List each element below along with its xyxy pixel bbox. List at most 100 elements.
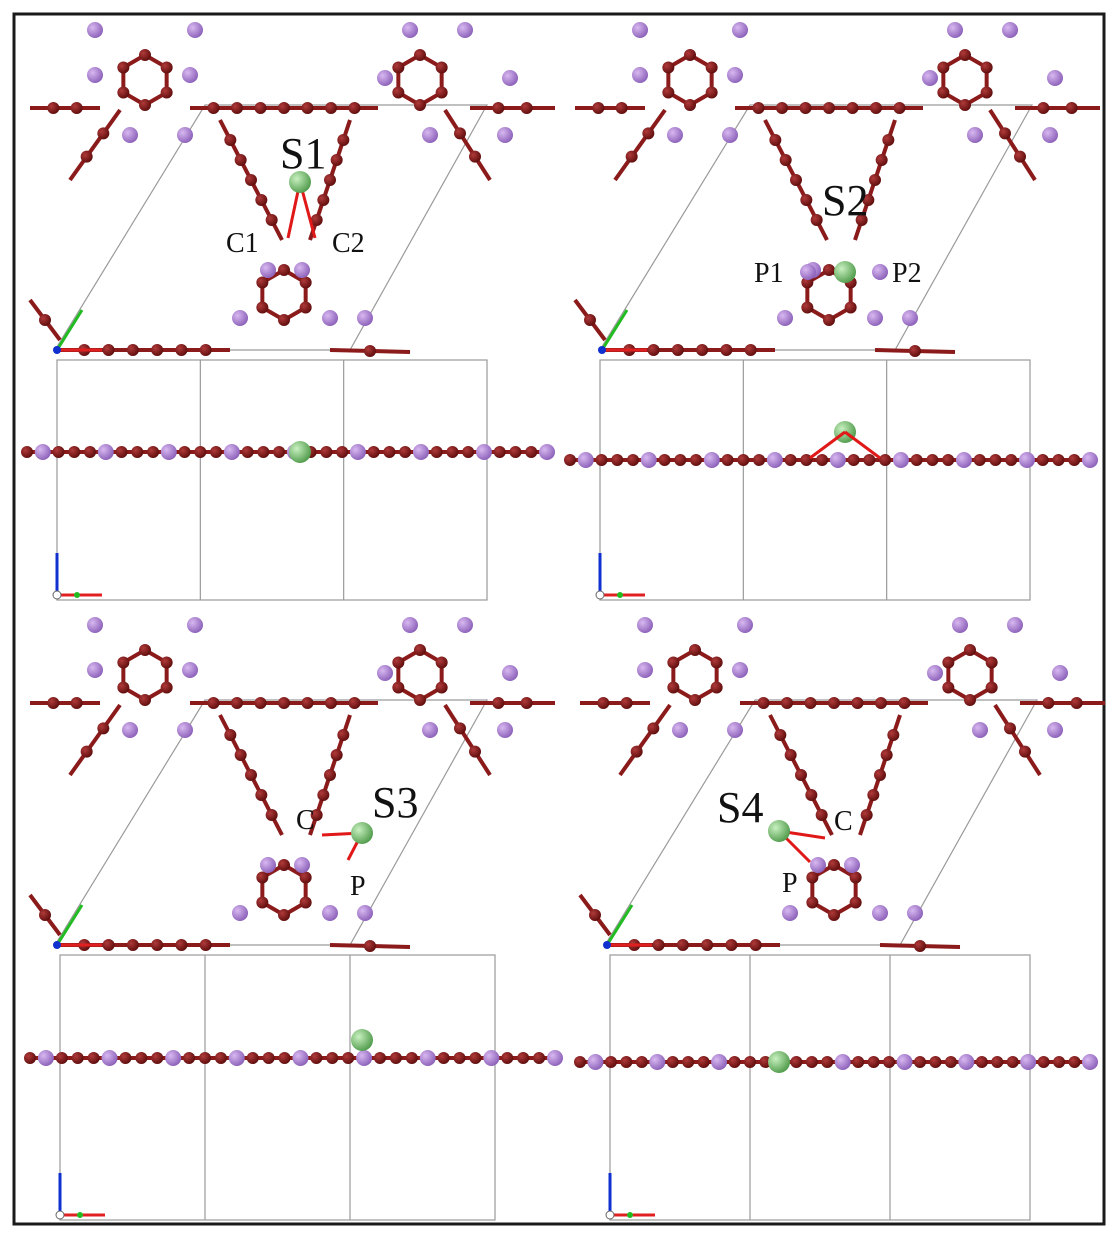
phosphorus-atom — [402, 22, 418, 38]
carbon-atom — [790, 174, 802, 186]
carbon-atom — [627, 454, 640, 466]
carbon-atom — [68, 446, 81, 458]
phosphorus-atom — [322, 905, 338, 921]
carbon-atom — [757, 697, 770, 709]
carbon-atom — [399, 446, 412, 458]
phosphorus-atom — [357, 310, 373, 326]
carbon-atom — [926, 454, 939, 466]
carbon-atom — [860, 809, 873, 821]
phosphorus-atom — [412, 444, 429, 460]
carbon-atom — [245, 769, 257, 781]
carbon-atom — [781, 697, 793, 709]
carbon-atom — [117, 86, 130, 99]
carbon-atom — [147, 446, 160, 458]
carbon-atom — [336, 446, 349, 458]
top-view-s2 — [573, 22, 1100, 357]
carbon-atom — [828, 859, 840, 871]
carbon-atom — [1006, 1056, 1019, 1068]
carbon-atom — [126, 939, 139, 951]
carbon-atom — [880, 749, 893, 761]
site-label-s3: S3 — [372, 778, 418, 827]
carbon-atom — [245, 174, 257, 186]
carbon-atom — [501, 1052, 514, 1064]
phosphorus-atom — [800, 264, 816, 280]
phosphorus-atom — [87, 22, 103, 38]
phosphorus-atom — [377, 70, 393, 86]
panel-s1: S1 C1 C2 — [21, 22, 555, 601]
phosphorus-atom — [1052, 665, 1068, 681]
carbon-atom — [658, 454, 671, 466]
carbon-atom — [823, 314, 835, 326]
carbon-atom — [97, 722, 110, 735]
carbon-atom — [493, 446, 506, 458]
carbon-atom — [1042, 697, 1055, 709]
carbon-atom — [207, 102, 220, 114]
phosphorus-atom — [101, 1050, 118, 1066]
carbon-atom — [642, 127, 655, 140]
carbon-atom — [620, 697, 633, 709]
phosphorus-atom — [357, 905, 373, 921]
carbon-atom — [183, 1052, 196, 1064]
carbon-atom — [805, 1056, 818, 1068]
carbon-atom — [666, 1056, 679, 1068]
carbon-atom — [469, 1052, 482, 1064]
phosphorus-atom — [649, 1054, 666, 1070]
phosphorus-atom — [922, 70, 938, 86]
phosphorus-atom — [349, 444, 366, 460]
phosphorus-atom — [955, 452, 972, 468]
carbon-atom — [139, 644, 151, 656]
axis-origin — [52, 590, 62, 600]
site-label-s1: S1 — [280, 129, 326, 178]
carbon-atom — [80, 745, 93, 758]
carbon-atom — [800, 194, 813, 206]
carbon-atom — [989, 454, 1002, 466]
carbon-atom — [265, 214, 278, 226]
carbon-atom — [975, 1056, 988, 1068]
carbon-atom — [84, 446, 97, 458]
carbon-atom — [630, 745, 643, 758]
phosphorus-atom — [122, 127, 138, 143]
carbon-atom — [256, 871, 269, 884]
carbon-atom — [330, 749, 343, 761]
phosphorus-atom — [1047, 70, 1063, 86]
carbon-atom — [435, 656, 448, 669]
carbon-atom — [234, 749, 247, 761]
carbon-atom — [178, 446, 191, 458]
carbon-atom — [257, 446, 270, 458]
carbon-atom — [867, 1056, 880, 1068]
phosphorus-atom — [872, 264, 888, 280]
carbon-atom — [392, 86, 405, 99]
phosphorus-atom — [187, 22, 203, 38]
carbon-atom — [815, 809, 828, 821]
axis-origin — [605, 1210, 615, 1220]
carbon-atom — [509, 446, 522, 458]
carbon-atom — [175, 939, 188, 951]
phosphorus-atom — [637, 662, 653, 678]
carbon-atom — [364, 345, 376, 357]
carbon-atom — [414, 694, 426, 706]
carbon-atom — [492, 697, 505, 709]
carbon-atom — [492, 102, 505, 114]
carbon-atom — [799, 102, 812, 114]
phosphorus-atom — [97, 444, 114, 460]
carbon-atom — [914, 940, 926, 952]
phosphorus-atom — [952, 617, 968, 633]
phosphorus-atom — [419, 1050, 436, 1066]
carbon-atom — [256, 896, 269, 909]
phosphorus-atom — [927, 665, 943, 681]
axis-origin — [598, 346, 606, 354]
carbon-atom — [999, 127, 1011, 140]
axis-b-dot — [627, 1212, 633, 1218]
phosphorus-atom — [322, 310, 338, 326]
carbon-atom — [875, 154, 888, 166]
carbon-atom — [47, 697, 60, 709]
phosphorus-atom — [782, 905, 798, 921]
carbon-atom — [246, 1052, 259, 1064]
carbon-atom — [973, 454, 986, 466]
phosphorus-atom — [732, 662, 748, 678]
phosphorus-atom — [947, 22, 963, 38]
carbon-atom — [867, 789, 880, 801]
phosphorus-atom — [834, 1054, 851, 1070]
carbon-atom — [847, 454, 860, 466]
